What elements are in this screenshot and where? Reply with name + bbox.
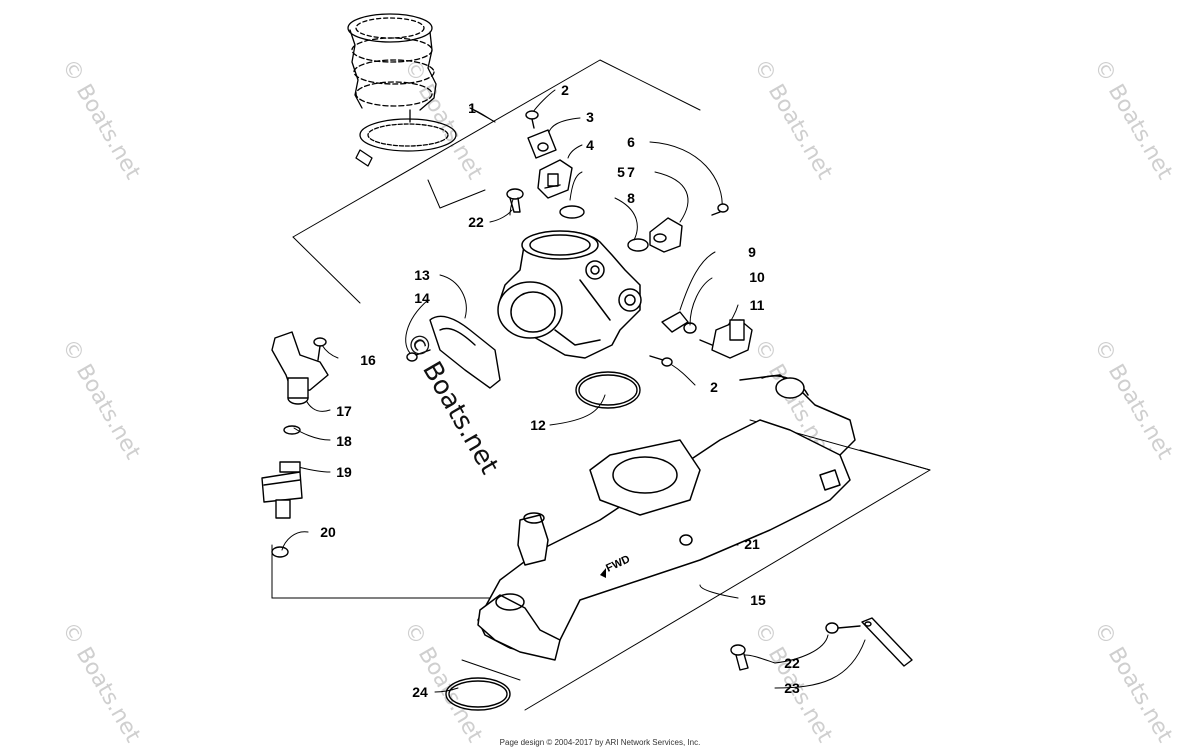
callout-3: 3 [586,109,594,125]
callout-20: 20 [320,524,336,540]
oring-20 [271,546,289,558]
screw-16 [313,337,327,361]
callout-9: 9 [748,244,756,260]
throttle-body [497,230,642,359]
callout-10: 10 [749,269,765,285]
callout-13: 13 [414,267,430,283]
tps-stack [525,110,585,219]
callout-22-lower: 22 [784,655,800,671]
sensor-7 [649,217,683,253]
callout-7: 7 [627,164,635,180]
screw-14 [406,349,431,362]
callout-14: 14 [414,290,430,306]
oring-18 [283,425,301,435]
oring-5 [559,205,585,219]
leader-lines [281,89,866,693]
injector-19 [261,461,303,519]
callout-2-lower: 2 [710,379,718,395]
screw-23-head [825,622,861,634]
bracket-3 [527,129,557,159]
oring-24 [445,677,511,711]
oring-10 [683,322,697,334]
callout-8: 8 [627,190,635,206]
cover-13 [429,315,501,389]
callout-4: 4 [586,137,594,153]
callout-6: 6 [627,134,635,150]
sensor-4 [537,159,573,199]
callout-22-upper: 22 [468,214,484,230]
sensor-11 [699,319,753,359]
callout-17: 17 [336,403,352,419]
fuel-rail-17 [271,331,329,405]
callout-21: 21 [744,536,760,552]
callout-15: 15 [750,592,766,608]
callout-11: 11 [749,297,765,313]
callout-24: 24 [412,684,428,700]
intake-boot [347,13,457,167]
page-footer: Page design © 2004-2017 by ARI Network S… [499,738,701,747]
intake-manifold-15 [477,374,856,661]
tab-23 [861,617,913,667]
callout-16: 16 [360,352,376,368]
screw-22-lower [730,644,749,671]
callout-2-top: 2 [561,82,569,98]
callout-1: 1 [468,100,476,116]
oring-8 [627,238,649,252]
screw-6 [711,203,729,216]
callout-23: 23 [784,680,800,696]
callout-12: 12 [530,417,546,433]
callout-18: 18 [336,433,352,449]
screw-2-lower [649,355,673,367]
oring-12 [575,371,641,409]
callout-5: 5 [617,164,625,180]
assembly-bracket-upper [292,59,701,304]
screw-22-upper [506,188,524,213]
plate-9 [661,311,689,333]
callout-19: 19 [336,464,352,480]
screw-2-top [525,110,539,129]
